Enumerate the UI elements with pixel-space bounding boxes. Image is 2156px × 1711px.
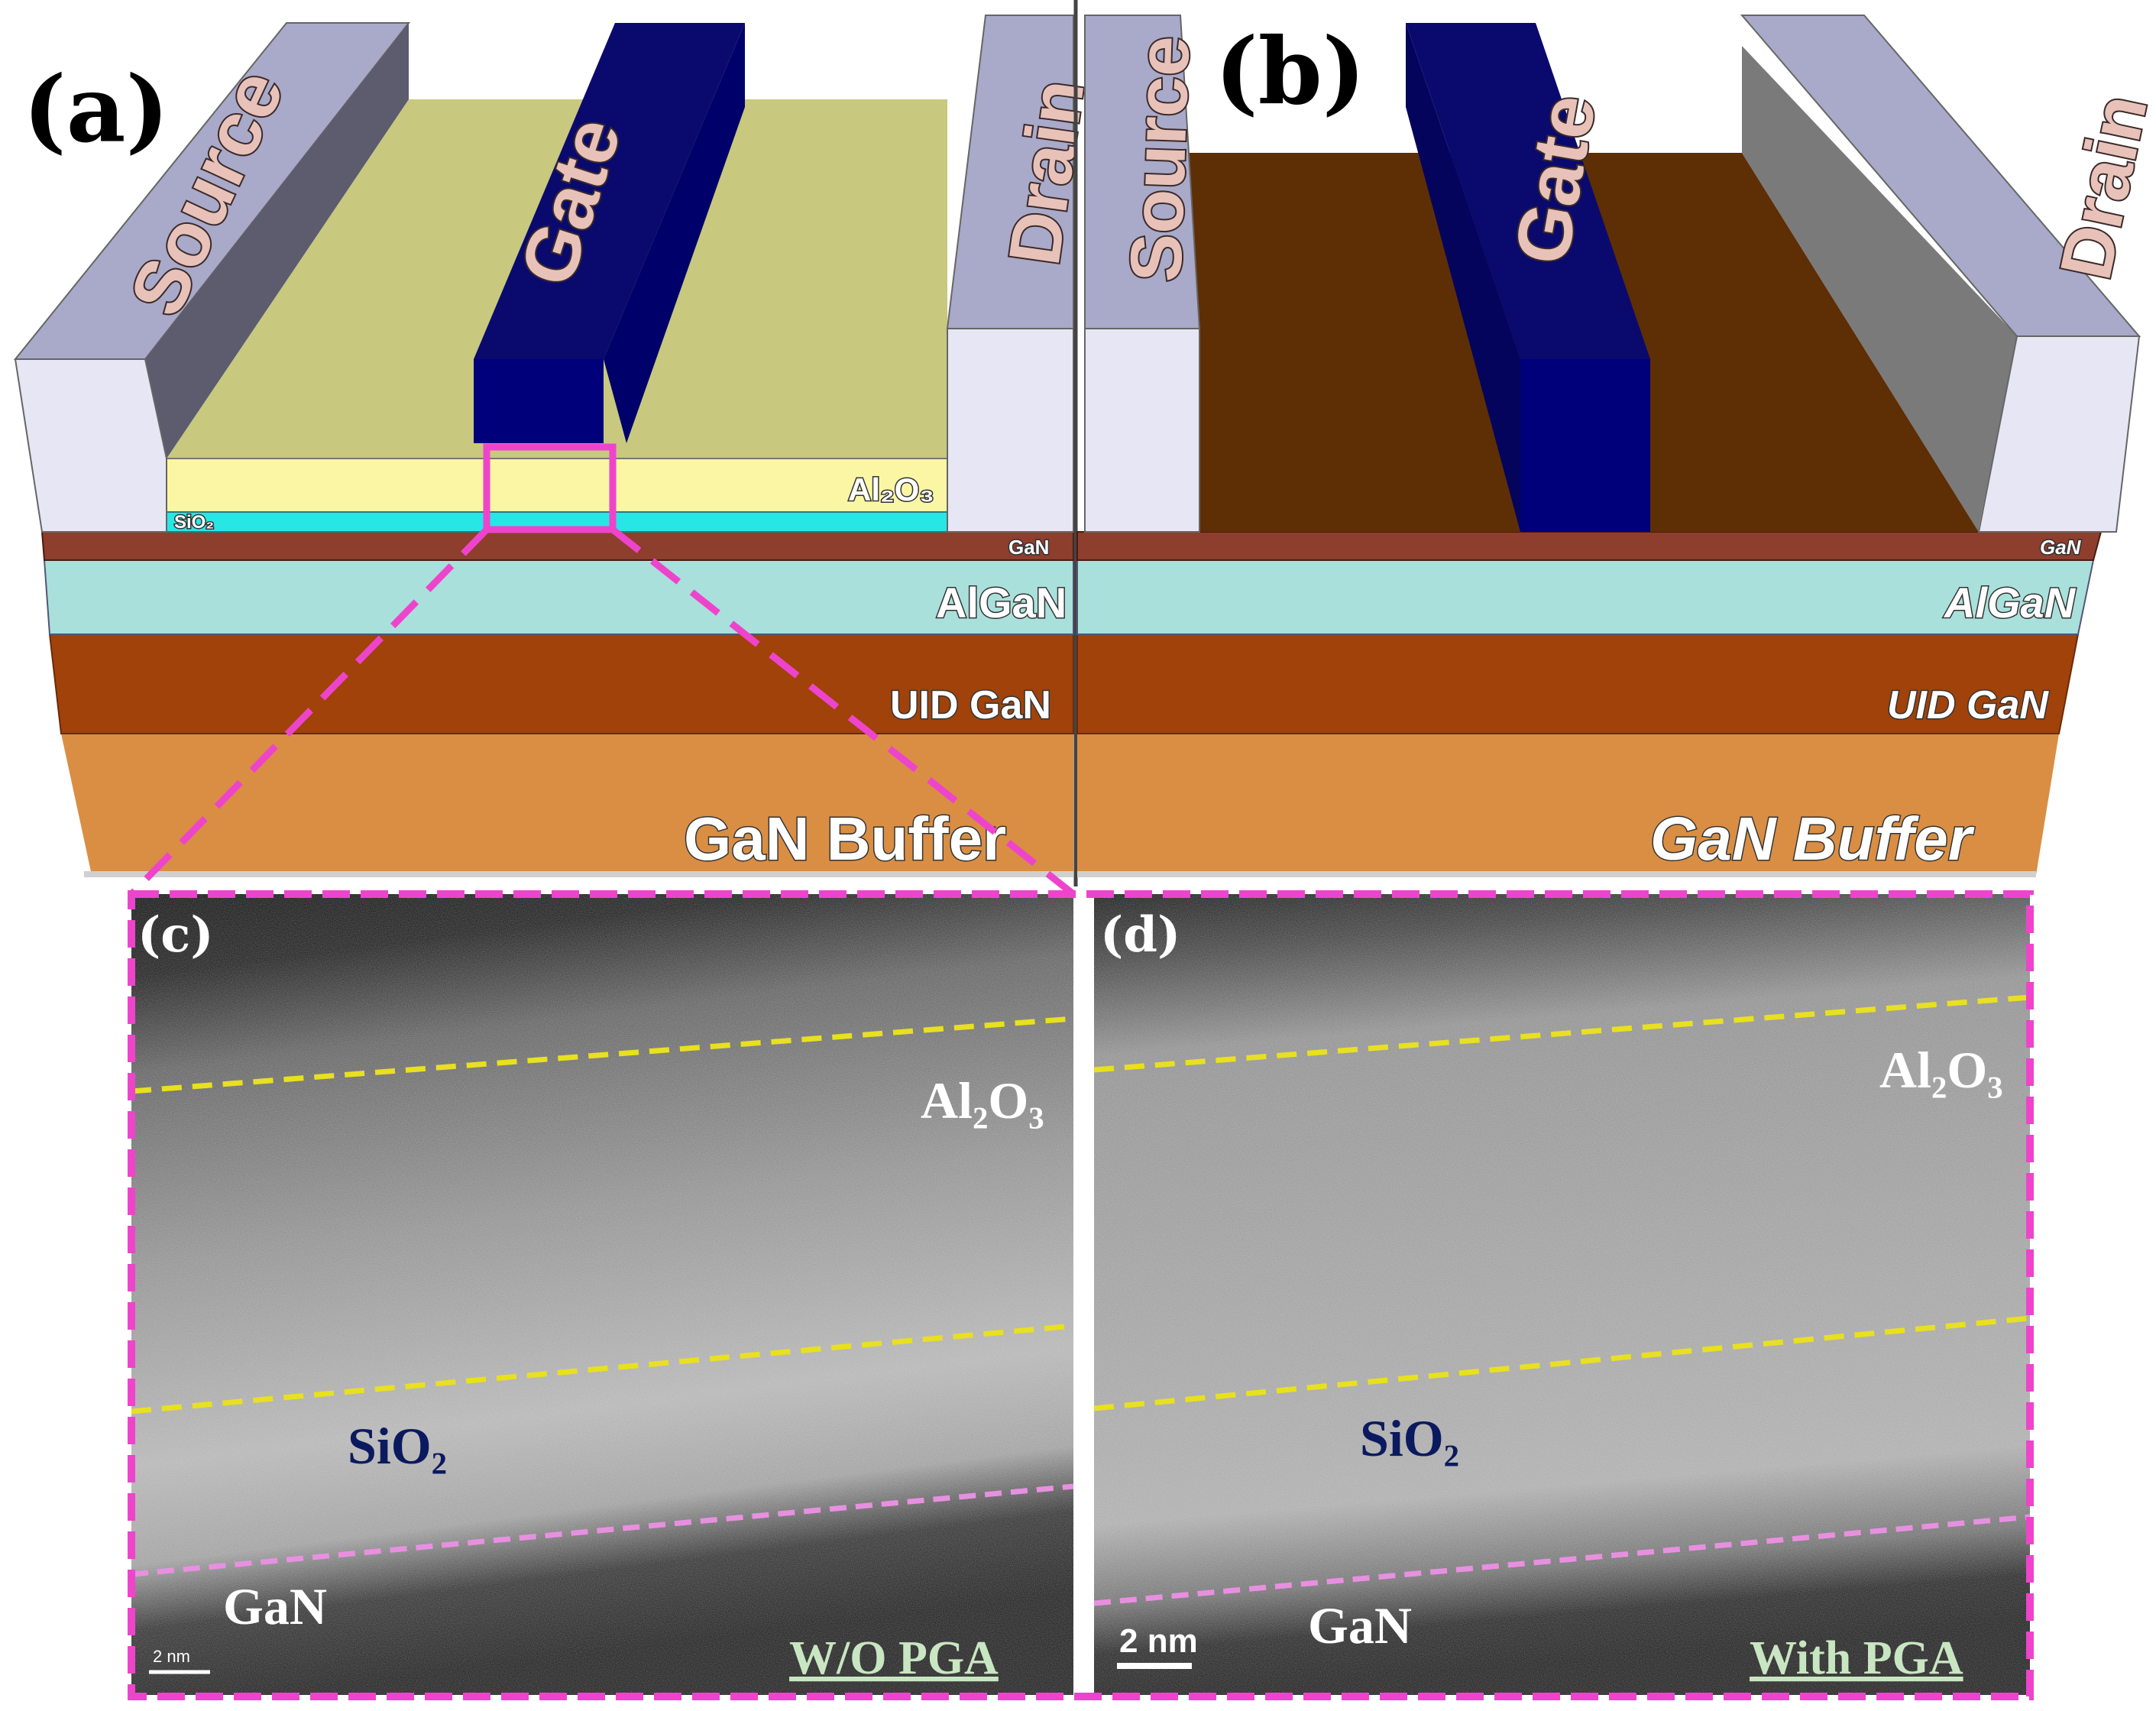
panel-d-interface-al2o3-top [1094, 994, 2030, 1073]
panel-a-source-face [14, 358, 167, 533]
panel-b-gan-buffer-label: GaN Buffer [1650, 805, 1975, 873]
panel-a-uid-gan-label: UID GaN [890, 683, 1051, 727]
panel-b-algan-layer [1076, 559, 2095, 635]
panel-c-interface-al2o3-top [131, 1016, 1073, 1094]
panel-a-gate-top [474, 23, 745, 359]
panel-b-device-schematic: (b) Source Gate Drain GaN AlGaN UID GaN … [1076, 15, 2156, 877]
panel-a-gan-cap-label: GaN [1008, 536, 1049, 559]
panel-a-al2o3-front [166, 458, 948, 513]
panel-b-source-face [1084, 328, 1200, 533]
panel-b-source-label: Source [1115, 34, 1205, 284]
panel-c-letter: (c) [138, 906, 214, 964]
panel-b-algan-label: AlGaN [1943, 578, 2077, 627]
panel-b-gate-front [1520, 359, 1650, 532]
panel-a-device-schematic: (a) Source Gate Drain Al₂O₃ SiO₂ GaN AlG… [13, 15, 1102, 877]
panel-b-gate-top [1406, 23, 1650, 359]
panel-a-gate-front [474, 359, 604, 443]
panel-b-gan-cap-label: GaN [2040, 536, 2082, 559]
panel-b-gate-side [1406, 23, 1520, 532]
panel-d-condition-label: With PGA [1750, 1632, 1963, 1684]
panel-b-drain-side [1742, 46, 2017, 532]
panel-c-scale-label: 2 nm [153, 1647, 190, 1666]
panel-a-gan-buffer-label: GaN Buffer [684, 805, 1006, 873]
panel-a-gate-side [604, 23, 745, 443]
panel-b-gan-buffer-layer [1077, 734, 2059, 875]
panel-c-sio2-label: SiO₂ [348, 1417, 447, 1475]
panel-a-algan-layer [43, 559, 1074, 635]
panel-b-gan-cap-layer [1076, 531, 2103, 561]
panel-c-gan-label: GaN [223, 1577, 327, 1635]
zoom-line-left [128, 527, 490, 897]
panel-d-scale-label: 2 nm [1119, 1622, 1198, 1660]
panel-c-condition-label: W/O PGA [789, 1632, 999, 1684]
panel-b-drain-face [1977, 335, 2141, 533]
panel-c-interface-al2o3-sio2 [131, 1323, 1073, 1414]
panel-b-letter: (b) [1215, 18, 1365, 125]
panel-d-tem-image: (d) Al₂O₃ SiO₂ GaN 2 nm With PGA [1094, 894, 2030, 1695]
panel-a-gan-buffer-layer [61, 734, 1073, 875]
panel-c-tem-image: (c) Al₂O₃ SiO₂ GaN 2 nm W/O PGA [131, 894, 1073, 1695]
panel-a-zoom-box [483, 443, 617, 533]
panel-a-source-side [145, 23, 409, 459]
panel-b-drain-label: Drain [2045, 88, 2156, 287]
panel-a-algan-label: AlGaN [936, 578, 1067, 627]
panel-b-uid-gan-label: UID GaN [1887, 683, 2049, 727]
panel-d-gan-label: GaN [1308, 1596, 1412, 1654]
panel-d-letter: (d) [1100, 906, 1180, 964]
panel-d-interface-al2o3-sio2 [1094, 1315, 2030, 1411]
panel-a-al2o3-label: Al₂O₃ [848, 471, 934, 507]
panel-d-sio2-label: SiO₂ [1360, 1409, 1459, 1467]
panel-c-al2o3-label: Al₂O₃ [921, 1071, 1044, 1129]
panel-a-sio2-label: SiO₂ [174, 512, 214, 533]
zoom-frame [128, 890, 2034, 1700]
panel-c-interface-sio2-gan [131, 1483, 1073, 1577]
panel-d-al2o3-label: Al₂O₃ [1879, 1041, 2003, 1099]
panel-d-interface-sio2-gan [1094, 1514, 2030, 1606]
panel-a-drain-face [947, 328, 1074, 533]
panel-a-letter: (a) [23, 56, 169, 164]
panel-a-gan-cap-layer [40, 531, 1074, 561]
